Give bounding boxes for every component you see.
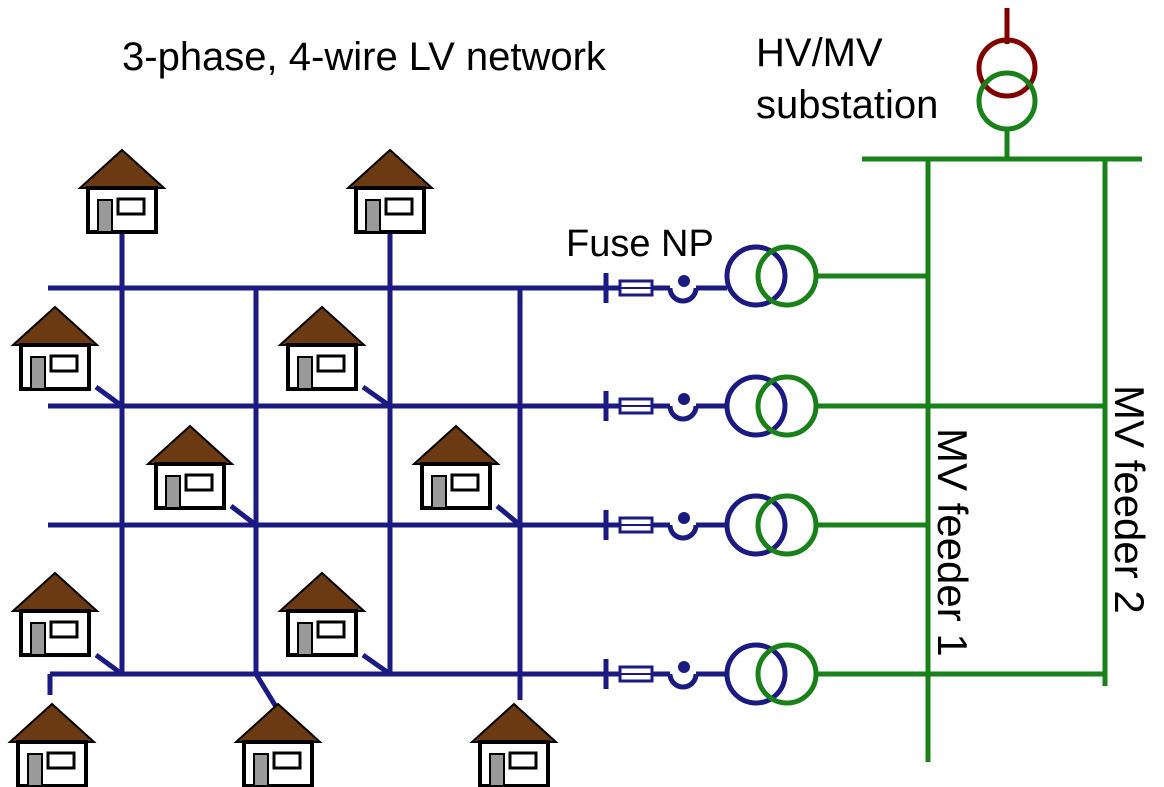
substation-label: HV/MV substation (756, 31, 938, 127)
transformer-icon (727, 496, 816, 554)
transformer-icon (727, 377, 816, 435)
house-icon (11, 571, 99, 657)
mv-feeder-1-label: MV feeder 1 (929, 428, 976, 657)
house-icon (11, 305, 99, 391)
mv-feeder-2-label: MV feeder 2 (1106, 385, 1153, 614)
lv-network (47, 234, 606, 712)
fuse-icon (606, 659, 727, 689)
house-icon (8, 702, 96, 787)
house-icon (78, 148, 166, 234)
fuse-icon (606, 510, 727, 540)
house-icon (278, 571, 366, 657)
diagram-title: 3-phase, 4-wire LV network (122, 35, 607, 79)
substation-transformer-icon (976, 8, 1038, 159)
fuse-np-label: Fuse NP (566, 223, 714, 265)
house-icon (234, 702, 322, 787)
house-icon (278, 305, 366, 391)
transformer-icon (727, 645, 816, 703)
house-icon (146, 424, 234, 510)
substation-label-line1: HV/MV (756, 31, 883, 75)
fuse-icon (606, 391, 727, 421)
house-icon (470, 702, 558, 787)
mv-network (817, 156, 1142, 762)
transformer-icon (727, 247, 816, 305)
house-icon (412, 424, 500, 510)
substation-label-line2: substation (756, 83, 938, 127)
house-icon (346, 148, 434, 234)
fuse-icon (606, 273, 727, 303)
